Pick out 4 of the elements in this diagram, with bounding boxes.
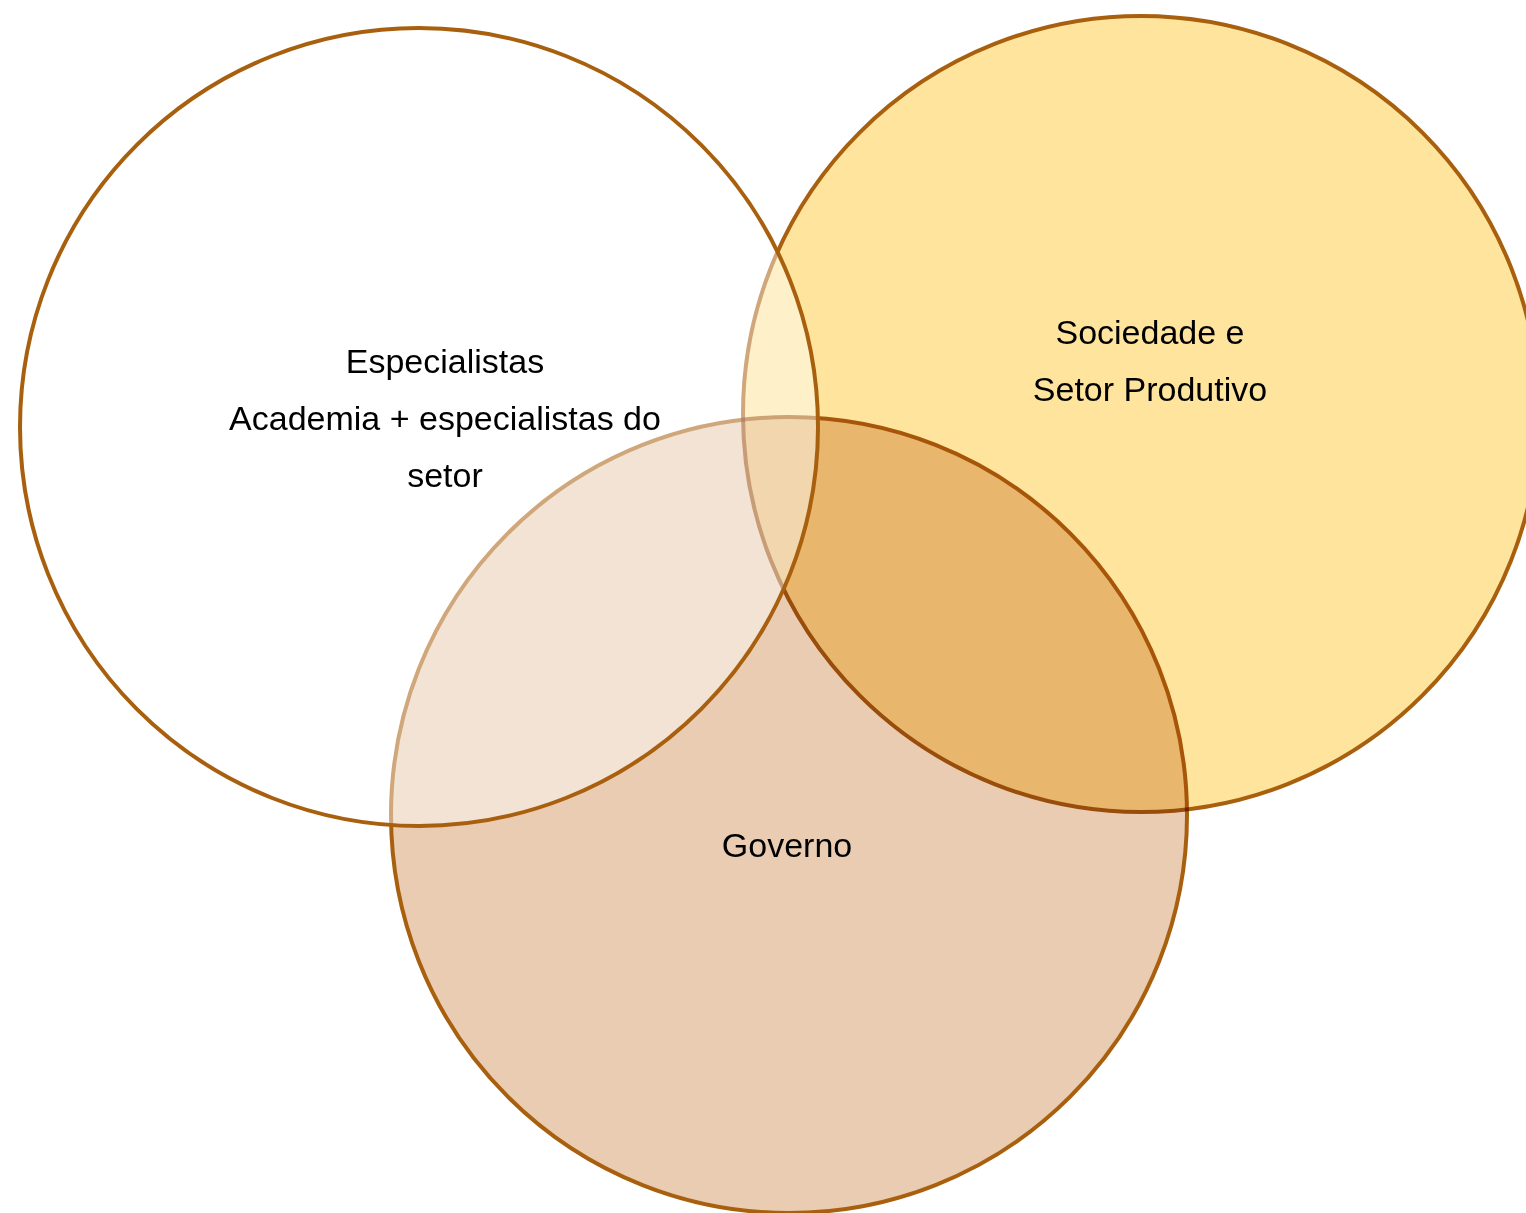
circle-label: Especialistas bbox=[344, 341, 546, 382]
circle-sublabel: Academia + especialistas do setor bbox=[228, 398, 662, 496]
circle-label: Sociedade e Setor Produtivo bbox=[1031, 312, 1269, 410]
circle-label: Governo bbox=[720, 825, 854, 866]
